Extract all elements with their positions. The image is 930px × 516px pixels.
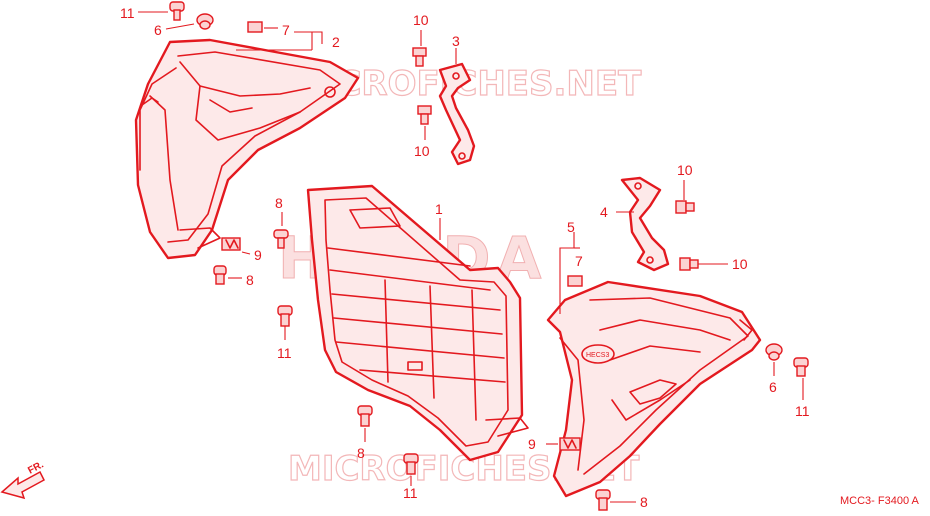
callout-10: 10	[414, 143, 430, 159]
part-4-bracket	[620, 176, 670, 272]
callout-9: 9	[254, 247, 262, 263]
leader-lines	[138, 11, 804, 503]
part-5-lower-cowl: HECS3	[546, 280, 762, 498]
callout-3: 3	[452, 33, 460, 49]
callout-8: 8	[275, 195, 283, 211]
callout-9: 9	[528, 436, 536, 452]
callout-5: 5	[567, 219, 575, 235]
hardware-screw-8-d	[595, 489, 611, 511]
part-1-center-frame	[306, 184, 529, 462]
diagram-code: MCC3- F3400 A	[840, 495, 920, 507]
callout-7: 7	[575, 253, 583, 269]
front-direction-label: FR.	[26, 459, 46, 476]
hardware-clip-7-a	[247, 21, 263, 33]
hardware-nut-6-a	[196, 13, 214, 30]
callout-2: 2	[332, 34, 340, 50]
callout-6: 6	[154, 22, 162, 38]
hecs3-emblem: HECS3	[586, 352, 609, 359]
callout-4: 4	[600, 204, 608, 220]
hardware-screw-11-a	[169, 1, 185, 21]
callout-10: 10	[677, 162, 693, 178]
hardware-bolt-10-b	[417, 105, 432, 125]
hardware-clip-9-b	[559, 437, 581, 451]
hardware-nut-6-b	[765, 343, 783, 361]
callout-11: 11	[277, 345, 292, 361]
hardware-clip-9-a	[221, 237, 241, 251]
callout-7: 7	[282, 22, 290, 38]
hardware-bolt-10-a	[412, 47, 427, 67]
hardware-bolt-10-d	[679, 257, 699, 271]
hardware-screw-11-b	[277, 305, 293, 327]
callout-8: 8	[357, 445, 365, 461]
hardware-clip-7-b	[567, 275, 583, 287]
callout-1: 1	[435, 201, 443, 217]
callout-6: 6	[769, 379, 777, 395]
callout-11: 11	[403, 485, 418, 501]
part-2-upper-cowl	[134, 38, 360, 260]
front-direction-arrow: FR.	[0, 459, 46, 500]
hardware-screw-11-c	[403, 453, 419, 475]
callout-10: 10	[732, 256, 748, 272]
hardware-screw-8-b	[213, 265, 227, 285]
callout-10: 10	[413, 12, 429, 28]
part-3-bracket	[438, 62, 476, 166]
hardware-screw-8-a	[273, 229, 289, 249]
hardware-bolt-10-c	[675, 200, 695, 214]
hardware-screw-11-d	[793, 357, 809, 377]
hardware-screw-8-c	[357, 405, 373, 427]
callout-11: 11	[120, 5, 135, 21]
callout-8: 8	[640, 494, 648, 510]
callout-8: 8	[246, 272, 254, 288]
callout-11: 11	[795, 403, 810, 419]
